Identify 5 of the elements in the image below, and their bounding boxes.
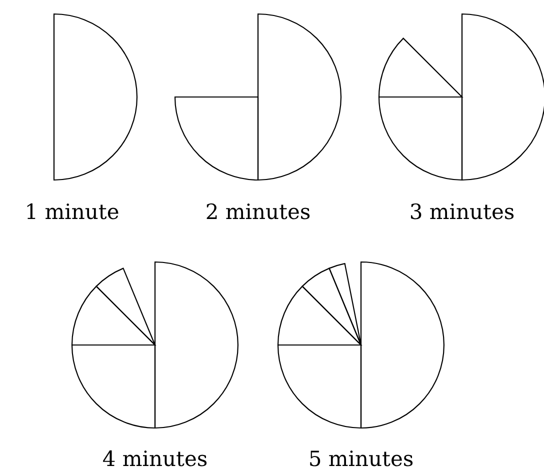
caption: 1 minute bbox=[24, 200, 120, 224]
caption: 2 minutes bbox=[205, 200, 311, 224]
caption: 5 minutes bbox=[308, 447, 414, 471]
caption: 3 minutes bbox=[409, 200, 515, 224]
caption: 4 minutes bbox=[102, 447, 208, 471]
